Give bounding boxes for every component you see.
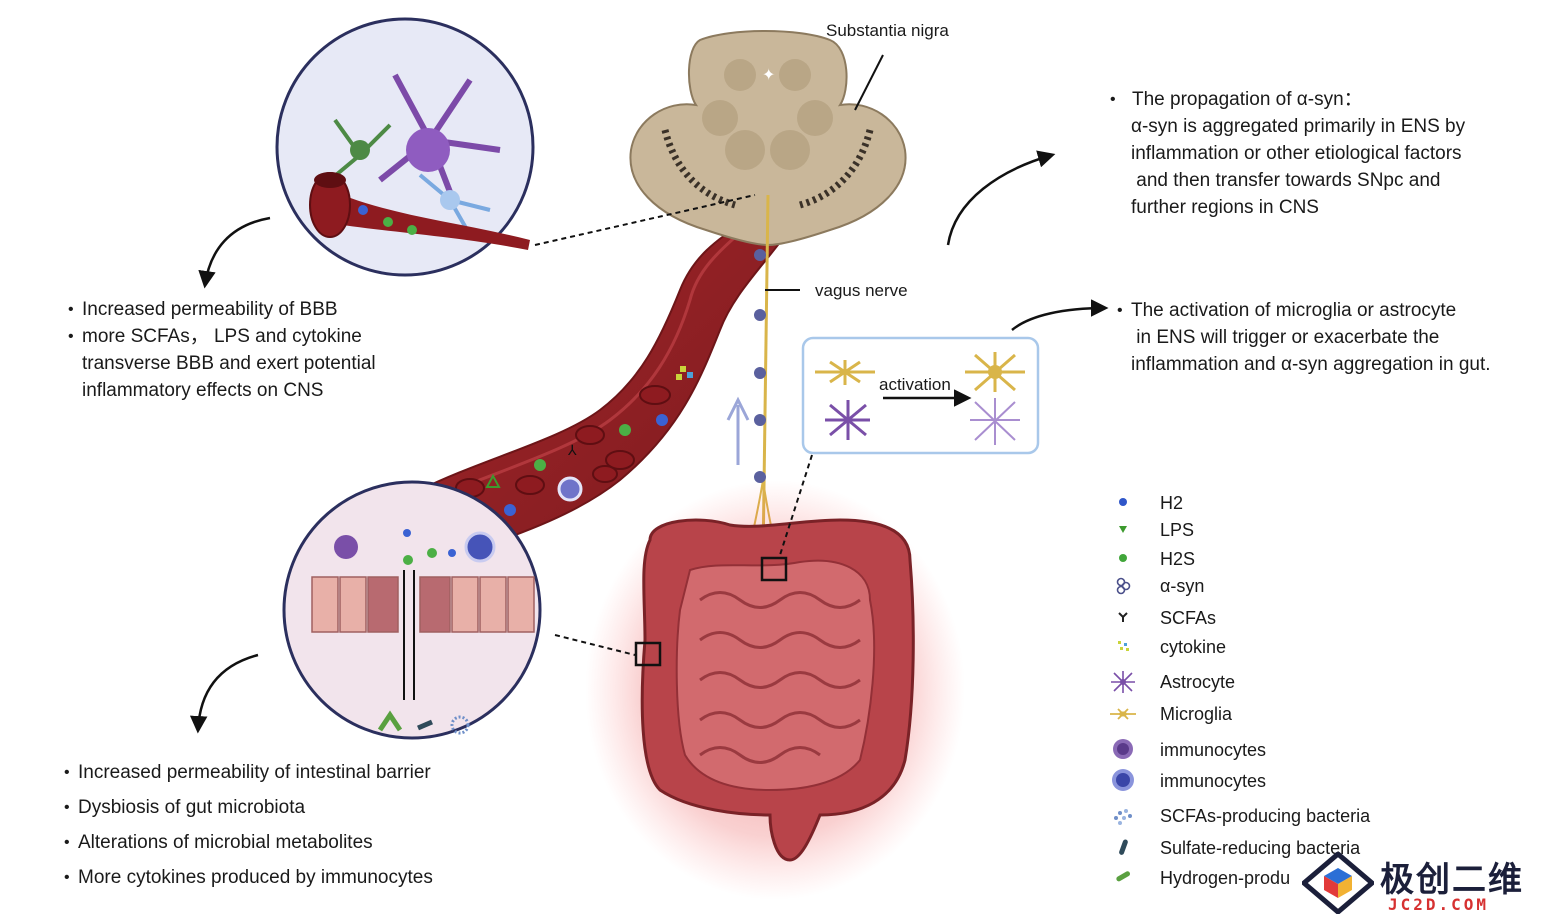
legend-item-scfas: SCFAs (1108, 605, 1408, 631)
activation-panel (779, 336, 1040, 556)
legend-item-sulfate-bacteria: Sulfate-reducing bacteria (1108, 835, 1408, 861)
legend-item-scfa-bacteria: SCFAs-producing bacteria (1108, 803, 1408, 829)
activation-label: activation (879, 375, 951, 394)
svg-text:⅄: ⅄ (567, 442, 577, 458)
propagation-heading: The propagation of α-syn： (1110, 86, 1363, 113)
sulfate-bacteria-icon (1119, 839, 1128, 855)
gut-inset (282, 480, 636, 740)
activation-note-line: in ENS will trigger or exacerbate the (1131, 327, 1440, 348)
legend-item-lps: LPS (1108, 517, 1408, 543)
activation-note-heading: The activation of microglia or astrocyte (1117, 297, 1456, 324)
legend-item-immunocytes-blue: immunocytes (1108, 768, 1408, 794)
watermark-domain: JC2D.COM (1388, 895, 1490, 914)
gut-intestine (585, 480, 965, 900)
legend-item-alpha-syn: α-syn (1108, 573, 1408, 599)
bbb-effect-continuation: inflammatory effects on CNS (82, 380, 324, 401)
alpha-syn-icon (1116, 577, 1131, 595)
bbb-effect-item: more SCFAs， LPS and cytokine (68, 323, 362, 350)
legend-item-astrocyte: Astrocyte (1108, 669, 1408, 695)
astrocyte-icon (1111, 671, 1135, 693)
scfa-bacteria-icon (1114, 809, 1132, 825)
bbb-effect-continuation: transverse BBB and exert potential (82, 353, 376, 374)
gut-effect-item: More cytokines produced by immunocytes (64, 864, 433, 891)
bbb-effects-list: Increased permeability of BBB more SCFAs… (68, 296, 362, 350)
gut-effects-list: Increased permeability of intestinal bar… (64, 759, 433, 891)
gut-effect-item: Increased permeability of intestinal bar… (64, 759, 433, 786)
propagation-line: inflammation or other etiological factor… (1131, 143, 1462, 164)
svg-text:✦: ✦ (762, 67, 775, 84)
legend-item-cytokine: cytokine (1108, 634, 1408, 660)
microglia-icon (1110, 708, 1136, 720)
immunocyte-blue-icon (1112, 769, 1134, 791)
substantia-nigra-label: Substantia nigra (826, 21, 949, 40)
legend-item-microglia: Microglia (1108, 701, 1408, 727)
legend-item-h2: H2 (1108, 490, 1408, 516)
vagus-nerve-label: vagus nerve (815, 281, 908, 300)
watermark-logo-icon (1302, 852, 1374, 914)
activation-note-list: The activation of microglia or astrocyte (1117, 297, 1456, 324)
hydrogen-bacteria-icon (1116, 871, 1131, 882)
immunocyte-purple-icon (1113, 739, 1133, 759)
legend-item-immunocytes-purple: immunocytes (1108, 737, 1408, 763)
cytokine-icon (1118, 641, 1129, 651)
activation-note-line: inflammation and α-syn aggregation in gu… (1131, 354, 1491, 375)
green-dot-icon (1119, 554, 1127, 562)
green-triangle-icon (1119, 526, 1127, 533)
legend-item-hydrogen-bacteria: Hydrogen-produ (1108, 865, 1408, 891)
blue-dot-icon (1119, 498, 1127, 506)
legend-item-h2s: H2S (1108, 546, 1408, 572)
y-shape-icon (1118, 612, 1128, 622)
propagation-line: further regions in CNS (1131, 197, 1319, 218)
bbb-effect-item: Increased permeability of BBB (68, 296, 362, 323)
curved-arrows (189, 150, 1109, 734)
brain-inset (275, 17, 756, 277)
gut-effect-item: Alterations of microbial metabolites (64, 829, 433, 856)
watermark-title: 极创二维 (1380, 860, 1524, 900)
propagation-line: α-syn is aggregated primarily in ENS by (1131, 116, 1466, 137)
brainstem-section: ✦ (629, 30, 907, 247)
watermark: 极创二维 JC2D.COM (1296, 848, 1541, 917)
propagation-line: and then transfer towards SNpc and (1131, 170, 1441, 191)
propagation-list: The propagation of α-syn： (1110, 86, 1363, 113)
gut-effect-item: Dysbiosis of gut microbiota (64, 794, 433, 821)
